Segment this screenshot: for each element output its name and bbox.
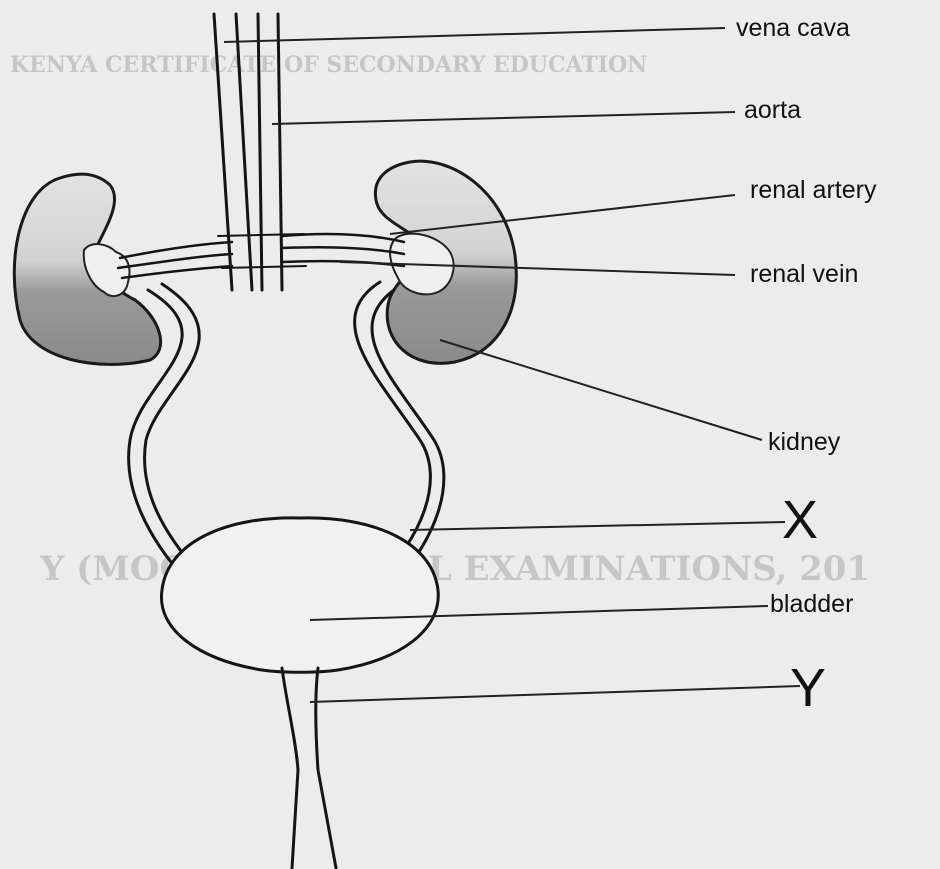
bladder [161,518,438,672]
label-renal-vein: renal vein [750,260,858,288]
label-aorta: aorta [744,96,801,124]
bleed-through-heading: KENYA CERTIFICATE OF SECONDARY EDUCATION [10,52,647,78]
label-vena-cava: vena cava [736,14,850,42]
label-x-marker: X [782,490,818,550]
label-kidney: kidney [768,428,841,456]
label-bladder: bladder [770,590,853,618]
label-renal-artery: renal artery [750,176,877,204]
right-kidney [375,161,516,363]
labels: vena cava aorta renal artery renal vein … [736,14,877,718]
left-kidney [14,174,160,364]
urethra [282,668,336,868]
label-y-marker: Y [790,658,826,718]
